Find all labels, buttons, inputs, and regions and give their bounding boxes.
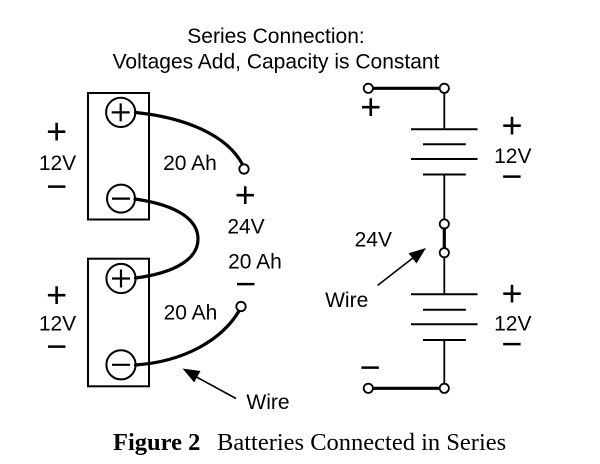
wire-end-positive bbox=[238, 163, 250, 175]
output-voltage-label: 24V bbox=[227, 216, 264, 239]
arrowhead-icon bbox=[408, 248, 426, 264]
plus-terminal-icon bbox=[111, 103, 130, 122]
output-labels: + 24V 20 Ah − bbox=[227, 174, 282, 304]
capacity-label: 20 Ah bbox=[163, 152, 217, 175]
pictorial-battery-1: + 12V − 20 Ah bbox=[39, 92, 217, 221]
arrowhead-icon bbox=[182, 368, 201, 383]
wire-negative-lead bbox=[133, 309, 241, 367]
polarity-minus-sign: − bbox=[46, 166, 67, 207]
title-line-2: Voltages Add, Capacity is Constant bbox=[113, 51, 440, 74]
polarity-plus-sign: + bbox=[501, 104, 522, 145]
battery-plates bbox=[411, 293, 478, 341]
top-right-node bbox=[438, 82, 450, 94]
wire-callout: Wire bbox=[182, 368, 290, 414]
battery-plates bbox=[411, 128, 478, 176]
top-left-node bbox=[362, 82, 374, 94]
wire-end-negative bbox=[235, 300, 247, 313]
wire-series-link bbox=[133, 197, 200, 280]
caption-label: Figure 2 bbox=[113, 429, 200, 456]
callout-line bbox=[377, 256, 414, 287]
pictorial-battery-2: + 12V − 20 Ah bbox=[39, 257, 218, 388]
junction-node-bottom bbox=[438, 247, 450, 259]
voltage-label: 12V bbox=[494, 313, 531, 336]
polarity-plus-sign: + bbox=[46, 274, 67, 315]
output-capacity-label: 20 Ah bbox=[228, 251, 282, 274]
bottom-right-node bbox=[438, 382, 450, 394]
bottom-left-node bbox=[362, 382, 374, 394]
plus-terminal-icon bbox=[112, 269, 130, 288]
voltage-label: 12V bbox=[494, 145, 531, 168]
polarity-minus-sign: − bbox=[46, 326, 67, 367]
schematic-diagram: + + 12V − 24V Wire + 12V − bbox=[325, 82, 531, 394]
schematic-battery-1: + 12V − bbox=[411, 104, 531, 196]
title-line-1: Series Connection: bbox=[187, 25, 364, 48]
positive-terminal-sign: + bbox=[360, 86, 381, 127]
voltage-label: 12V bbox=[39, 313, 76, 336]
wire-positive-lead bbox=[133, 110, 245, 167]
figure-title: Series Connection: Voltages Add, Capacit… bbox=[113, 25, 440, 74]
negative-terminal-sign: − bbox=[359, 346, 380, 387]
polarity-plus-sign: + bbox=[501, 272, 522, 313]
capacity-label: 20 Ah bbox=[164, 302, 218, 325]
polarity-minus-sign: − bbox=[501, 323, 522, 364]
voltage-label: 12V bbox=[39, 152, 76, 175]
schematic-battery-2: + 12V − bbox=[411, 272, 531, 364]
total-voltage-label: 24V bbox=[355, 229, 392, 252]
wire-label: Wire bbox=[246, 391, 289, 414]
caption-text: Batteries Connected in Series bbox=[217, 429, 506, 456]
wire-callout: Wire bbox=[325, 248, 426, 312]
polarity-plus-sign: + bbox=[46, 111, 67, 152]
output-plus-sign: + bbox=[235, 174, 256, 215]
pictorial-diagram: + 12V − 20 Ah + 12V − 20 Ah + 24V 20 Ah bbox=[39, 92, 290, 414]
callout-line bbox=[196, 376, 237, 400]
figure-caption: Figure 2 Batteries Connected in Series bbox=[113, 429, 506, 456]
polarity-minus-sign: − bbox=[501, 155, 522, 196]
wire-label: Wire bbox=[325, 289, 368, 312]
output-minus-sign: − bbox=[235, 263, 256, 304]
